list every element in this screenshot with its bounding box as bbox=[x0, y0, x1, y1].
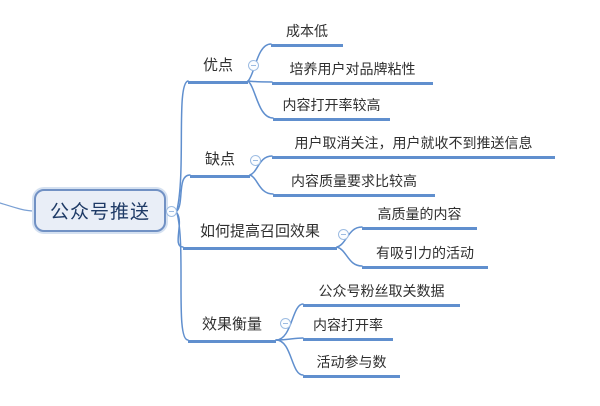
collapse-icon-measure[interactable] bbox=[280, 318, 291, 329]
connector-incoming-left bbox=[0, 202, 35, 212]
minus-icon bbox=[283, 323, 288, 324]
subtopic-quality-content[interactable]: 高质量的内容 bbox=[362, 207, 477, 230]
subtopic-unfollow-data[interactable]: 公众号粉丝取关数据 bbox=[303, 284, 460, 307]
collapse-icon-root[interactable] bbox=[166, 206, 177, 217]
minus-icon bbox=[169, 211, 174, 212]
connector-advantages-3 bbox=[247, 80, 274, 119]
subtopic-low-cost[interactable]: 成本低 bbox=[271, 24, 343, 47]
subtopic-quality-requirement[interactable]: 内容质量要求比较高 bbox=[273, 174, 435, 197]
minus-icon bbox=[251, 65, 256, 66]
topic-advantages[interactable]: 优点 bbox=[188, 58, 248, 84]
minus-icon bbox=[253, 160, 258, 161]
collapse-icon-recall[interactable] bbox=[338, 229, 349, 240]
topic-disadvantages[interactable]: 缺点 bbox=[190, 152, 250, 178]
connector-disadvantages-2 bbox=[249, 174, 274, 195]
subtopic-high-open-rate[interactable]: 内容打开率较高 bbox=[273, 98, 390, 121]
collapse-icon-advantages[interactable] bbox=[248, 60, 259, 71]
root-topic[interactable]: 公众号推送 bbox=[34, 189, 166, 232]
collapse-icon-disadvantages[interactable] bbox=[250, 155, 261, 166]
subtopic-unfollow-no-push[interactable]: 用户取消关注，用户就收不到推送信息 bbox=[272, 136, 555, 159]
topic-improve-recall[interactable]: 如何提高召回效果 bbox=[183, 224, 337, 250]
connector-measure-3 bbox=[275, 339, 304, 376]
minus-icon bbox=[341, 234, 346, 235]
connector-root-advantages bbox=[176, 80, 189, 211]
topic-effect-measure[interactable]: 效果衡量 bbox=[188, 317, 276, 343]
subtopic-attractive-activity[interactable]: 有吸引力的活动 bbox=[362, 246, 488, 269]
root-topic-label: 公众号推送 bbox=[49, 202, 150, 223]
subtopic-participation-count[interactable]: 活动参与数 bbox=[303, 355, 400, 378]
subtopic-open-rate[interactable]: 内容打开率 bbox=[303, 318, 393, 341]
connector-advantages-2 bbox=[247, 80, 273, 83]
connector-recall-2 bbox=[336, 246, 363, 267]
connector-root-disadvantages bbox=[176, 174, 191, 212]
subtopic-brand-stickiness[interactable]: 培养用户对品牌粘性 bbox=[272, 62, 433, 85]
connector-measure-2 bbox=[275, 337, 304, 341]
